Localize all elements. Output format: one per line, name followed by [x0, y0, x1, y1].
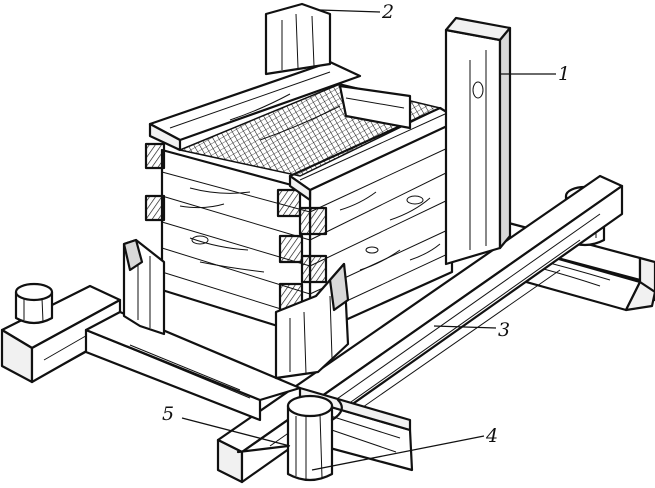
front-left-crossbeam: [0, 284, 122, 384]
callout-label-1: 1: [558, 63, 570, 85]
callout-label-4: 4: [485, 425, 498, 447]
top-board: [264, 2, 332, 76]
formwork-box: [144, 60, 462, 338]
callout-label-2: 2: [381, 1, 394, 23]
board-ends: [144, 142, 328, 312]
front-base-board: [84, 310, 414, 472]
callout-line-3: [433, 325, 497, 329]
callout-line-4: [311, 435, 485, 471]
left-stake: [14, 282, 54, 325]
callouts: 1 2 3 4 5: [162, 1, 570, 471]
callout-label-3: 3: [498, 319, 510, 341]
callout-line-5: [181, 417, 291, 447]
callout-line-2: [319, 9, 381, 13]
vertical-post: [444, 16, 512, 266]
corner-battens: [122, 238, 350, 380]
front-stake: [236, 394, 343, 482]
callout-label-5: 5: [162, 403, 174, 425]
